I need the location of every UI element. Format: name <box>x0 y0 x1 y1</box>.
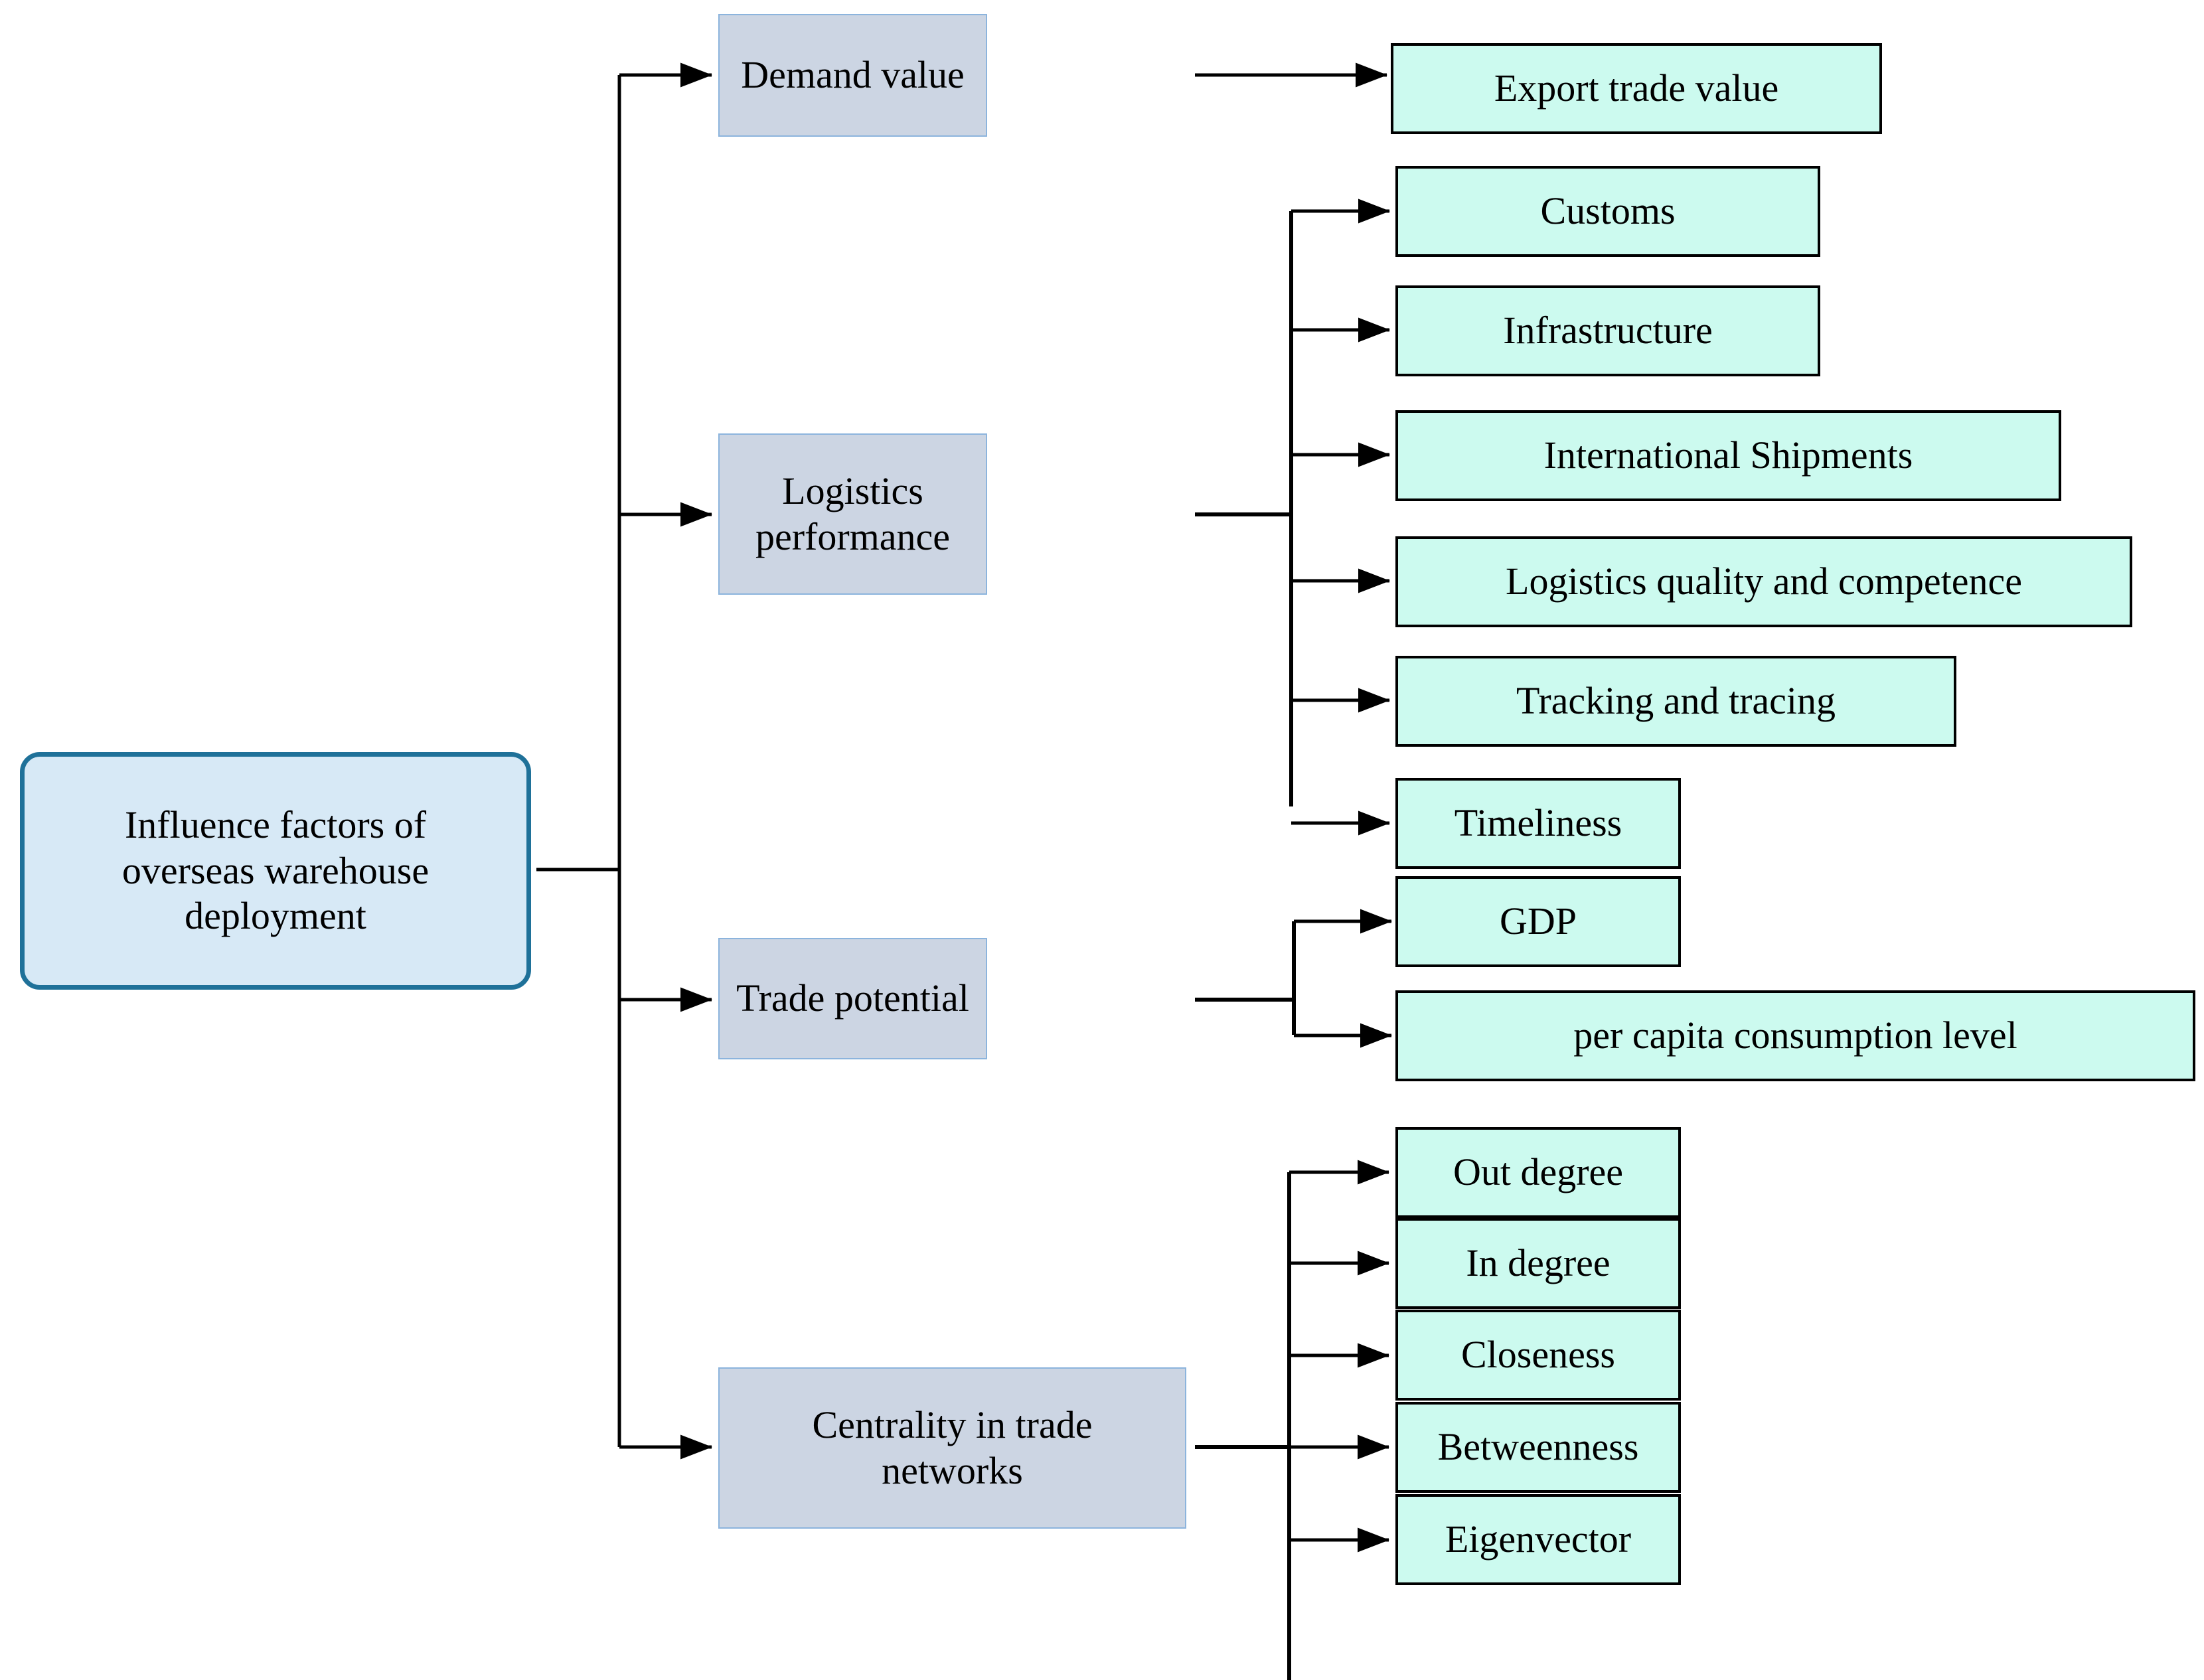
leaf-label-logistics-quality-and-competence: Logistics quality and competence <box>1506 560 2022 603</box>
leaf-node-eigenvector[interactable]: Eigenvector <box>1395 1494 1681 1585</box>
leaf-node-gdp[interactable]: GDP <box>1395 876 1681 967</box>
leaf-label-gdp: GDP <box>1499 899 1577 943</box>
edge-logistics-performance-to-leaves <box>1291 198 1391 836</box>
leaf-node-logistics-quality-and-competence[interactable]: Logistics quality and competence <box>1395 536 2132 627</box>
leaf-label-out-degree: Out degree <box>1453 1150 1624 1194</box>
leaf-node-customs[interactable]: Customs <box>1395 166 1820 257</box>
branch-node-trade-potential[interactable]: Trade potential <box>718 938 987 1059</box>
leaf-label-per-capita-consumption-level: per capita consumption level <box>1573 1014 2017 1057</box>
edge-centrality-to-leaves <box>1289 1160 1390 1553</box>
leaf-node-closeness[interactable]: Closeness <box>1395 1310 1681 1401</box>
edge-centrality-spine <box>1195 1172 1291 1680</box>
leaf-label-in-degree: In degree <box>1466 1241 1611 1285</box>
edge-trade-potential-spine <box>1195 921 1296 1035</box>
branch-label-demand-value: Demand value <box>741 53 965 97</box>
leaf-label-infrastructure: Infrastructure <box>1503 309 1713 352</box>
leaf-node-infrastructure[interactable]: Infrastructure <box>1395 285 1820 376</box>
leaf-node-out-degree[interactable]: Out degree <box>1395 1127 1681 1218</box>
leaf-label-timeliness: Timeliness <box>1454 801 1622 845</box>
leaf-node-international-shipments[interactable]: International Shipments <box>1395 410 2061 501</box>
edge-root-trunk <box>536 75 621 1447</box>
edge-trade-potential-to-leaves <box>1294 909 1393 1048</box>
branch-node-demand-value[interactable]: Demand value <box>718 14 987 137</box>
leaf-label-tracking-and-tracing: Tracking and tracing <box>1516 679 1836 723</box>
leaf-node-per-capita-consumption-level[interactable]: per capita consumption level <box>1395 990 2195 1081</box>
leaf-label-customs: Customs <box>1540 189 1676 233</box>
leaf-node-export-trade-value[interactable]: Export trade value <box>1391 43 1882 134</box>
leaf-label-export-trade-value: Export trade value <box>1494 66 1779 110</box>
leaf-label-eigenvector: Eigenvector <box>1445 1517 1632 1561</box>
branch-label-trade-potential: Trade potential <box>736 976 969 1020</box>
leaf-node-in-degree[interactable]: In degree <box>1395 1218 1681 1309</box>
leaf-node-tracking-and-tracing[interactable]: Tracking and tracing <box>1395 656 1956 747</box>
leaf-label-international-shipments: International Shipments <box>1543 433 1913 477</box>
leaf-label-betweenness: Betweenness <box>1437 1425 1639 1469</box>
leaf-node-betweenness[interactable]: Betweenness <box>1395 1402 1681 1493</box>
leaf-node-timeliness[interactable]: Timeliness <box>1395 778 1681 869</box>
edge-logistics-performance-spine <box>1195 211 1293 806</box>
edge-trunk-to-branches <box>619 62 713 1460</box>
leaf-label-closeness: Closeness <box>1461 1333 1615 1377</box>
